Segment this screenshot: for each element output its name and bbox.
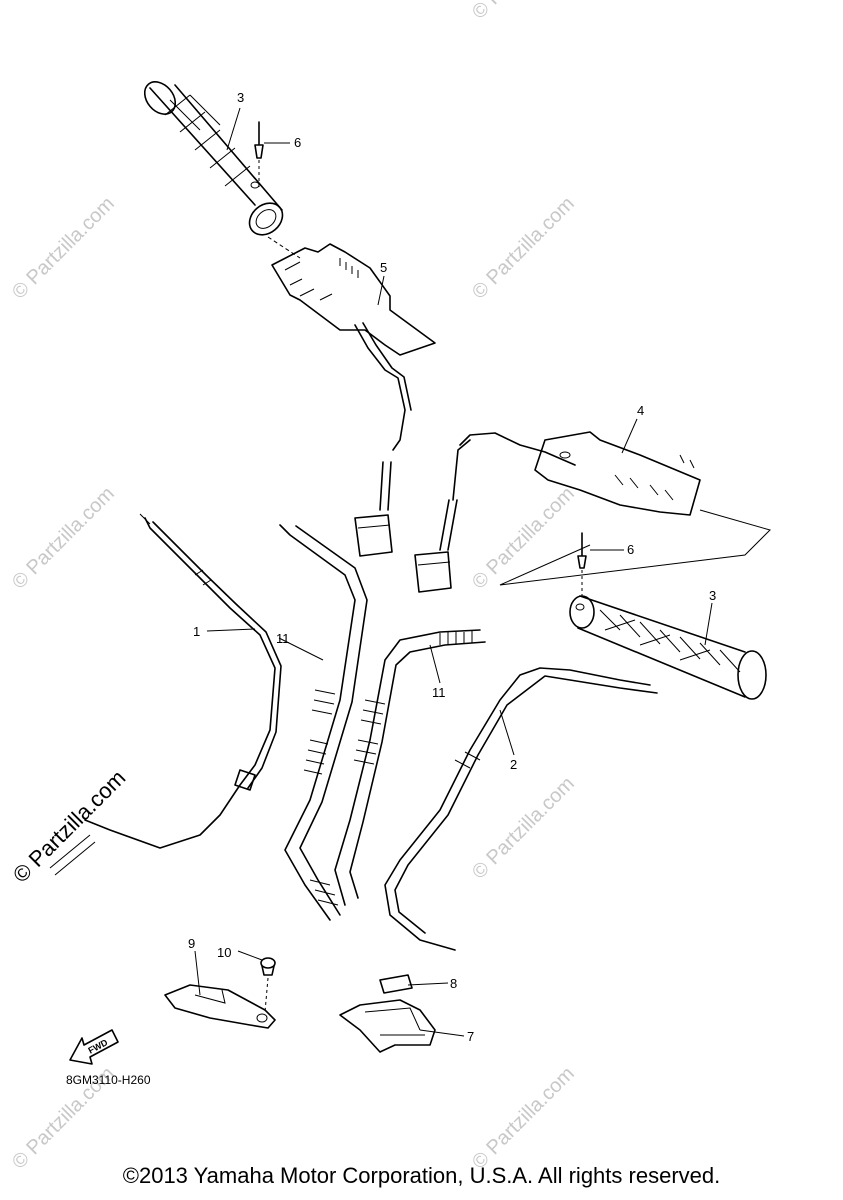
callout-labels: 3 6 5 4 6 3 1 11 11 2 9 10 8 7 [188, 90, 716, 1044]
leader-lines [194, 107, 713, 1037]
callout-3-lower: 3 [709, 588, 716, 603]
callout-2: 2 [510, 757, 517, 772]
watermark-layer: © Partzilla.com © Partzilla.com © Partzi… [8, 0, 579, 1174]
watermark-dark: © Partzilla.com [8, 765, 131, 888]
callout-11-left: 11 [276, 631, 290, 646]
watermark: © Partzilla.com [8, 193, 119, 304]
callout-8: 8 [450, 976, 457, 991]
callout-11-right: 11 [432, 685, 446, 700]
callout-7: 7 [467, 1029, 474, 1044]
callout-5: 5 [380, 260, 387, 275]
part-bolt [260, 957, 276, 1013]
watermark: © Partzilla.com [468, 0, 579, 24]
part-connector-right [414, 499, 458, 593]
watermark: © Partzilla.com [468, 1063, 579, 1174]
diagram-code: 8GM3110-H260 [66, 1073, 151, 1087]
part-switch-housing [339, 999, 436, 1053]
callout-4: 4 [637, 403, 644, 418]
part-grip-lower [569, 595, 767, 700]
part-cable-right [384, 667, 658, 951]
callout-9: 9 [188, 936, 195, 951]
callout-6-upper: 6 [294, 135, 301, 150]
watermark: © Partzilla.com [468, 773, 579, 884]
part-pin-upper [254, 121, 264, 190]
fwd-arrow: FWD [69, 1029, 119, 1065]
watermark: © Partzilla.com [468, 193, 579, 304]
part-heater-upper [267, 236, 436, 451]
part-heater-right [452, 431, 771, 586]
callout-1: 1 [193, 624, 200, 639]
part-grip-upper [143, 81, 284, 236]
part-pad [379, 974, 413, 994]
part-bracket [164, 984, 276, 1029]
callout-10: 10 [217, 945, 231, 960]
part-tube-right [334, 629, 486, 906]
copyright-notice: ©2013 Yamaha Motor Corporation, U.S.A. A… [122, 1163, 721, 1188]
callout-6-lower: 6 [627, 542, 634, 557]
watermark: © Partzilla.com [8, 483, 119, 594]
part-cable-left [49, 513, 282, 876]
callout-3-upper: 3 [237, 90, 244, 105]
part-connector-left [354, 461, 393, 557]
part-tube-left [279, 524, 368, 921]
part-pin-lower [577, 532, 587, 600]
